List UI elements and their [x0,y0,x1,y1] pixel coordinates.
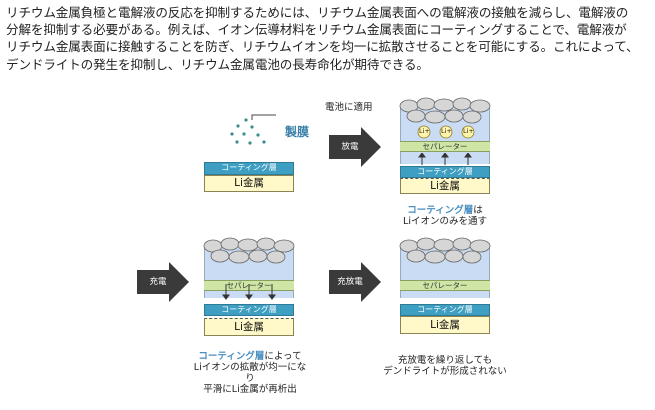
separator: セパレーター [400,141,490,152]
arrow-shape [329,127,381,167]
apply-label: 電池に適用 [325,102,373,113]
up-arrows-icon [418,153,472,165]
cell-bottom-right: セパレーター コーティング層 Li金属 [399,237,491,338]
li-ion-label-1: Li+ [419,127,430,135]
cell-bottom-left: セパレーター コーティング層 Li金属 [203,237,295,338]
caption-right-top: コーティング層は Liイオンのみを通す [390,205,500,227]
caption-line-2: Liイオンの拡散が均一になり [193,362,307,384]
separator: セパレーター [400,280,490,291]
li-ion-label-2: Li+ [441,127,452,135]
caption-rest: によって [264,351,302,362]
caption-rest: は [473,205,483,216]
electrode-particles [399,97,491,124]
li-metal: Li金属 [400,178,490,194]
caption-highlight: コーティング層 [198,351,265,362]
caption-right-bottom: 充放電を繰り返しても デンドライトが形成されない [380,355,510,377]
paragraph-line-1: リチウム金属負極と電解液の反応を抑制するためには、リチウム金属表面への電解液の接… [6,5,629,20]
caption-line-3: 平滑にLi金属が再析出 [203,384,297,395]
caption-highlight: コーティング層 [407,205,474,216]
paragraph-line-3: リチウム金属表面に接触することを防ぎ、リチウムイオンを均一に拡散させることを可能… [6,39,639,55]
paragraph-line-2: 分解を抑制する必要がある。例えば、イオン伝導材料をリチウム金属表面にコーティング… [6,22,627,38]
li-ion-icons [417,125,475,139]
discharge-arrow: 放電 [329,127,381,167]
coating-layer: コーティング層 [400,166,490,178]
electrode-particles [203,237,295,264]
charge-discharge-arrow: 充放電 [329,262,381,302]
charge-discharge-label: 充放電 [337,277,363,287]
li-metal: Li金属 [400,316,490,334]
charge-label: 充電 [149,277,167,287]
arrow-shape [137,262,189,302]
particles-icon [230,114,276,145]
li-metal: Li金属 [204,318,294,336]
cell-top-right: Li+ Li+ Li+ セパレーター コーティング層 Li金属 [399,97,491,198]
paragraph-line-4: デンドライトの発生を抑制し、リチウム金属電池の長寿命化が期待できる。 [6,56,429,72]
caption-line-2: Liイオンのみを通す [403,216,487,227]
charge-arrow: 充電 [137,262,189,302]
arrow-shape [329,262,381,302]
caption-left-bottom: コーティング層によって Liイオンの拡散が均一になり 平滑にLi金属が再析出 [190,351,310,395]
body-paragraph: リチウム金属負極と電解液の反応を抑制するためには、リチウム金属表面への電解液の接… [6,4,651,73]
discharge-label: 放電 [341,142,359,152]
li-metal: Li金属 [204,175,294,192]
caption-line-2: デンドライトが形成されない [383,366,507,377]
electrode-particles [399,237,491,264]
coating-layer: コーティング層 [204,304,294,316]
li-ion-label-3: Li+ [463,127,474,135]
down-arrows-icon [222,284,276,300]
caption-line-1: 充放電を繰り返しても [397,355,493,366]
film-label: 製膜 [285,125,310,139]
coating-layer: コーティング層 [204,162,294,175]
coating-layer: コーティング層 [400,304,490,316]
